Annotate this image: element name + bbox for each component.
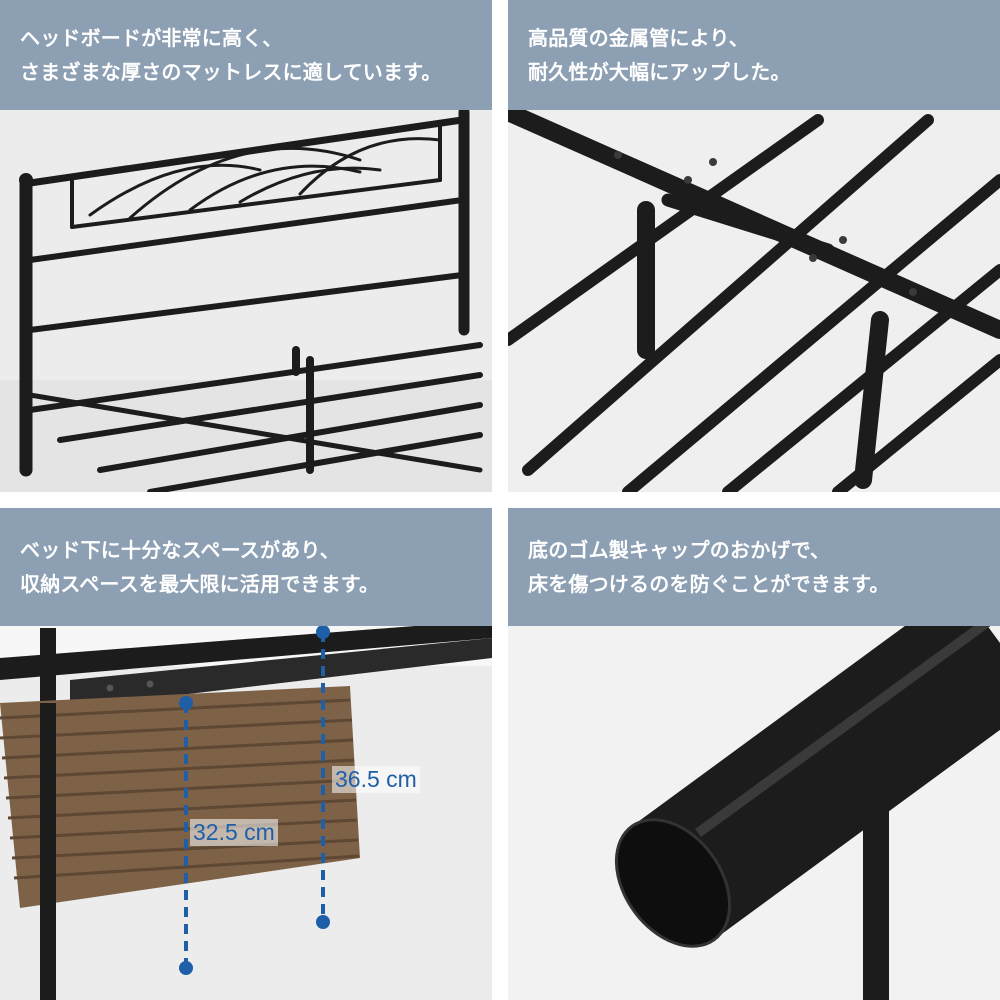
caption-banner: 底のゴム製キャップのおかげで、 床を傷つけるのを防ぐことができます。 bbox=[508, 508, 1000, 626]
panel-headboard: ヘッドボードが非常に高く、 さまざまな厚さのマットレスに適しています。 bbox=[0, 0, 492, 492]
height-label-365: 36.5 cm bbox=[332, 766, 420, 793]
panel-under-bed-storage: ベッド下に十分なスペースがあり、 収納スペースを最大限に活用できます。 bbox=[0, 508, 492, 1000]
caption-line-2: 耐久性が大幅にアップした。 bbox=[528, 60, 791, 84]
caption-line-1: 底のゴム製キャップのおかげで、 bbox=[528, 538, 831, 562]
caption-banner: ヘッドボードが非常に高く、 さまざまな厚さのマットレスに適しています。 bbox=[0, 0, 492, 110]
caption-line-1: ベッド下に十分なスペースがあり、 bbox=[20, 538, 340, 562]
panel-metal-frame: 高品質の金属管により、 耐久性が大幅にアップした。 bbox=[508, 0, 1000, 492]
caption-line-2: さまざまな厚さのマットレスに適しています。 bbox=[20, 60, 442, 84]
panel-rubber-cap: 底のゴム製キャップのおかげで、 床を傷つけるのを防ぐことができます。 bbox=[508, 508, 1000, 1000]
caption-line-1: 高品質の金属管により、 bbox=[528, 26, 749, 50]
caption-banner: ベッド下に十分なスペースがあり、 収納スペースを最大限に活用できます。 bbox=[0, 508, 492, 626]
caption-banner: 高品質の金属管により、 耐久性が大幅にアップした。 bbox=[508, 0, 1000, 110]
caption-line-1: ヘッドボードが非常に高く、 bbox=[20, 26, 283, 50]
height-label-325: 32.5 cm bbox=[190, 819, 278, 846]
caption-line-2: 収納スペースを最大限に活用できます。 bbox=[20, 572, 380, 596]
caption-line-2: 床を傷つけるのを防ぐことができます。 bbox=[528, 572, 890, 596]
